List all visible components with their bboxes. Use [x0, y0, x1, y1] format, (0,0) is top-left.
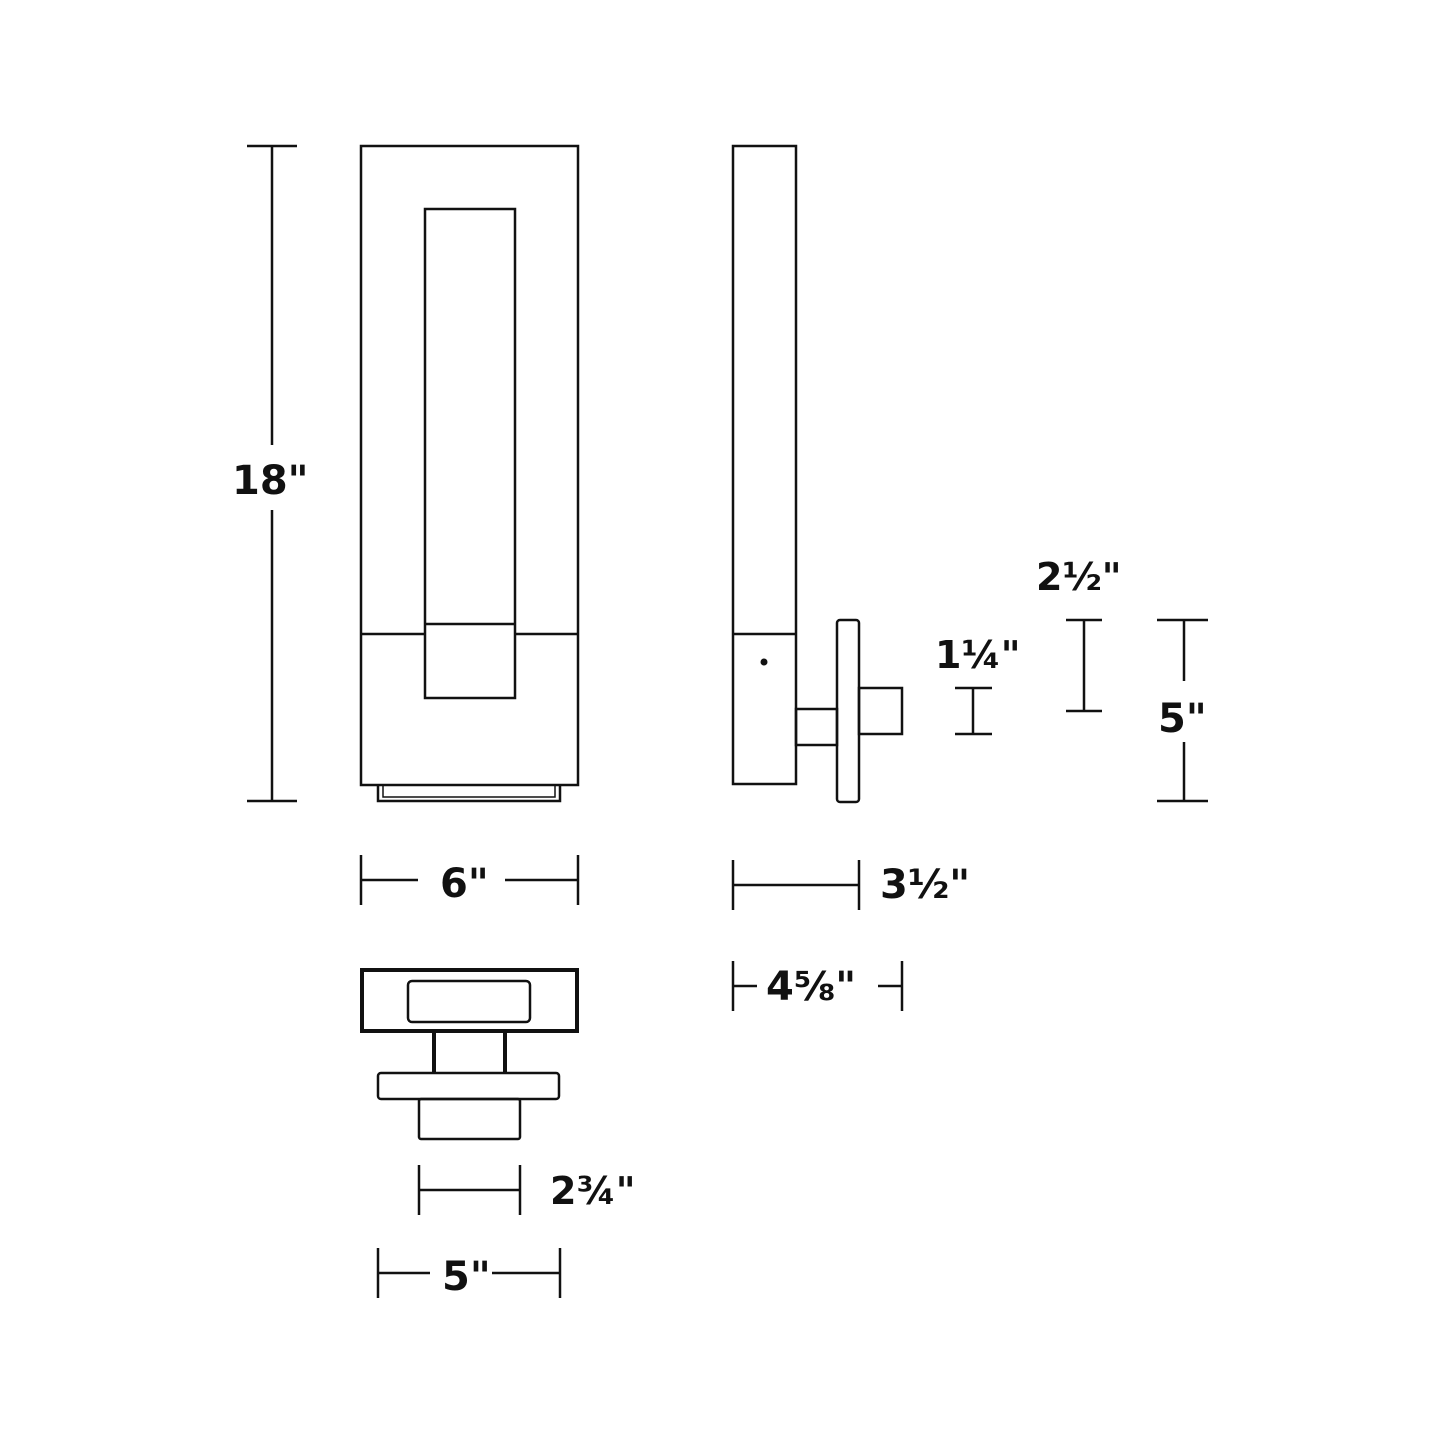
top-arm-width-dimension — [417, 1165, 522, 1215]
backplate-inner-dimension — [1066, 618, 1102, 713]
height-label: 18" — [232, 458, 309, 504]
arm-height-dimension — [955, 686, 992, 736]
side-depth-label: 3½" — [880, 862, 970, 908]
backplate-inner-label: 2½" — [1036, 555, 1122, 599]
top-view — [360, 968, 579, 1141]
front-width-dimension — [359, 855, 580, 905]
arm-height-label: 1¼" — [935, 633, 1021, 677]
front-width-label: 6" — [440, 861, 489, 907]
total-extension-label: 4⅝" — [766, 964, 856, 1010]
top-backplate-width-dimension — [376, 1248, 562, 1298]
total-extension-dimension — [731, 961, 904, 1011]
top-backplate-width-label: 5" — [442, 1254, 491, 1300]
side-depth-dimension — [731, 860, 861, 910]
backplate-height-label: 5" — [1158, 696, 1207, 742]
mounting-screw-dot — [760, 658, 768, 666]
backplate-height-dimension — [1157, 618, 1208, 803]
height-dimension — [247, 144, 297, 803]
side-view — [731, 144, 904, 804]
front-view — [359, 144, 580, 803]
top-arm-width-label: 2¾" — [550, 1169, 636, 1213]
